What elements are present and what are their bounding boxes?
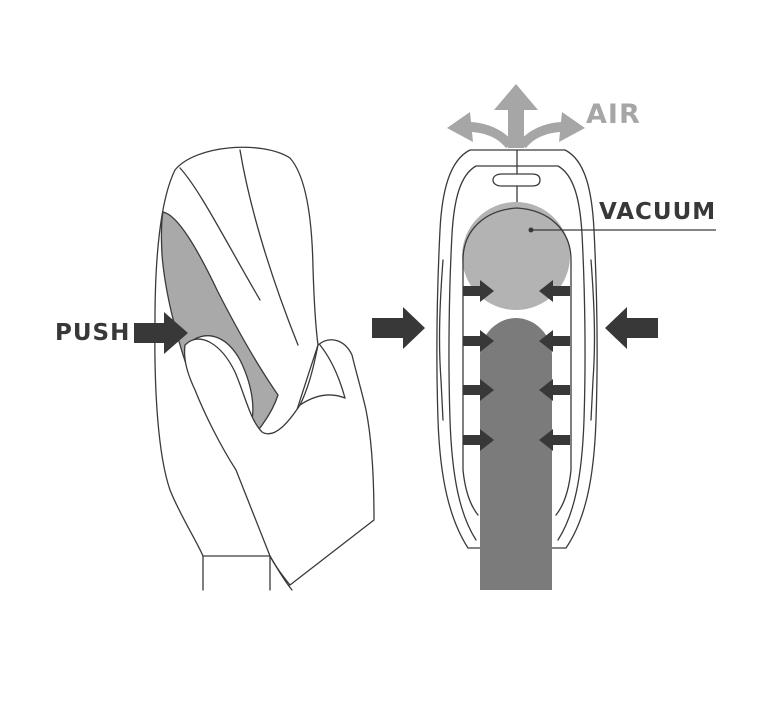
air-label: AIR [586, 99, 641, 130]
inner-arrow-right-2 [463, 330, 494, 352]
inserted-shaft [480, 318, 552, 590]
push-arrow [134, 312, 188, 354]
air-arrow-right [518, 112, 585, 148]
chamber-outline [462, 207, 572, 300]
outer-arrow-right [605, 307, 658, 349]
inner-arrows-left [463, 280, 494, 451]
vacuum-zone [462, 202, 570, 310]
cup-handle-stick [202, 555, 271, 591]
push-label: PUSH [55, 320, 131, 346]
valve-slot [492, 173, 541, 187]
sleeve-right [555, 299, 572, 516]
cup-rim-line [239, 149, 299, 346]
hand-outline [183, 338, 375, 586]
sleeve-left [462, 299, 479, 516]
finger-line-1 [299, 394, 346, 406]
inner-arrow-left-3 [539, 379, 570, 401]
air-arrow-up [494, 84, 538, 148]
inner-arrows-right [539, 280, 570, 451]
inner-arrow-right-1 [463, 280, 494, 302]
outer-arrow-left [372, 307, 425, 349]
finger-line-2 [319, 344, 346, 399]
inner-arrow-right-3 [463, 379, 494, 401]
inner-arrow-right-4 [463, 429, 494, 451]
side-rib-right [590, 259, 596, 421]
air-arrow-left [447, 112, 514, 148]
vacuum-pointer [528, 227, 716, 233]
side-rib-left [438, 259, 444, 421]
hand-wrist-line [269, 555, 293, 591]
cup-rim-line-2 [179, 167, 261, 301]
left-illustration [154, 146, 375, 591]
inner-arrow-left-2 [539, 330, 570, 352]
inner-arrow-left-1 [539, 280, 570, 302]
air-arrows [447, 84, 585, 148]
inner-arrow-left-4 [539, 429, 570, 451]
vacuum-label: VACUUM [599, 199, 717, 225]
